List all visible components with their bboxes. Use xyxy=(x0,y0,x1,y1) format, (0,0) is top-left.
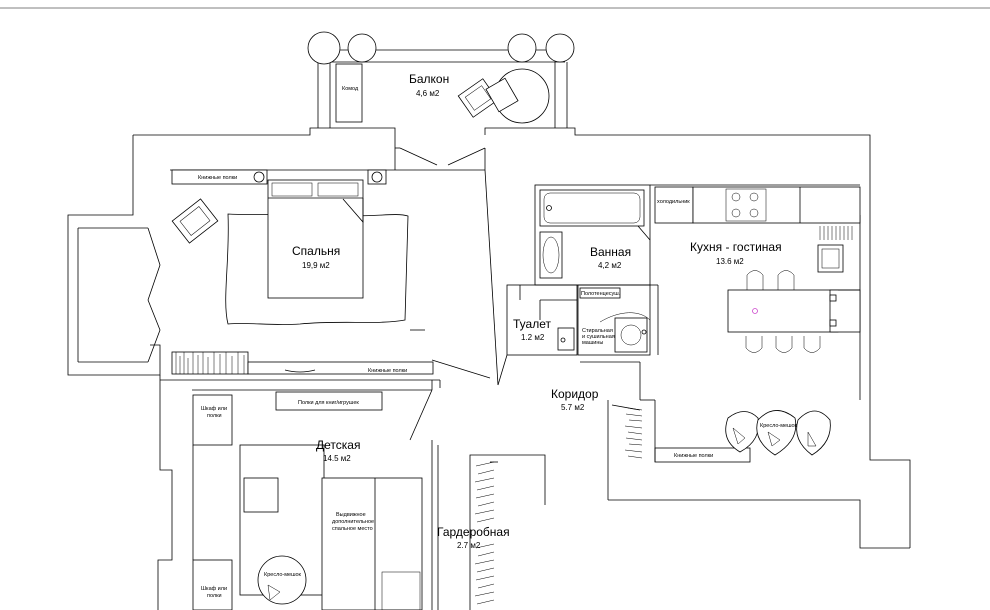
books-lines xyxy=(175,352,245,374)
toilet-area: 1.2 м2 xyxy=(521,333,545,342)
column-2 xyxy=(347,33,377,63)
bedroom-name: Спальня xyxy=(292,244,340,258)
walk-in-wardrobe: Гардеробная 2.7 м2 xyxy=(437,461,510,605)
pullout-bed-label-2: дополнительное xyxy=(332,519,374,525)
dresser-label: Комод xyxy=(342,86,359,92)
beanbag-living-2 xyxy=(756,410,797,456)
nightstand-lamp-1 xyxy=(253,171,265,183)
island-table xyxy=(727,289,839,333)
toilet-bowl xyxy=(557,327,575,351)
towel-dryer xyxy=(579,287,621,299)
balcony-chair xyxy=(485,77,519,113)
washer-label-3: машины xyxy=(582,340,603,346)
washer-label-2: и сушильная xyxy=(582,334,615,340)
bedroom: Книжные полки Книжные полки Спальня xyxy=(170,148,499,386)
bookshelf-bottom-label: Книжные полки xyxy=(368,368,407,374)
wardrobe-name: Гардеробная xyxy=(437,525,510,539)
toy-shelves-label: Полки для книг/игрушек xyxy=(298,400,359,406)
washer-label-1: Стиральная xyxy=(582,328,613,334)
pullout-bed-label-1: Выдвижное xyxy=(336,512,366,518)
beanbag-living-3 xyxy=(796,410,831,456)
column-1 xyxy=(307,31,341,65)
pullout-bed xyxy=(321,477,423,610)
radiator xyxy=(819,226,853,240)
washing-machine xyxy=(614,317,648,353)
beanbag-kids xyxy=(257,555,307,605)
kids-chair xyxy=(243,477,279,513)
toilet: Туалет 1.2 м2 xyxy=(506,284,578,356)
bookshelf-top xyxy=(171,169,268,185)
bathroom-area: 4,2 м2 xyxy=(598,261,622,270)
corridor-name: Коридор xyxy=(551,387,599,401)
dresser xyxy=(335,63,363,123)
bathtub xyxy=(539,189,645,227)
wardrobe-bottom-label-1: Шкаф или xyxy=(201,586,227,592)
hanger-rack-corridor xyxy=(624,407,643,459)
nightstand-lamp-2 xyxy=(371,171,383,183)
towel-dryer-label: Полотенцесуш. xyxy=(581,291,621,297)
bar-stools-bottom xyxy=(745,336,821,353)
books-row xyxy=(171,351,249,375)
balcony-name: Балкон xyxy=(409,72,449,86)
wardrobe-bottom xyxy=(192,559,233,610)
beanbag-living-1 xyxy=(725,411,759,453)
bedroom-armchair xyxy=(171,198,219,244)
kids-room: Полки для книг/игрушек Шкаф или полки Шк… xyxy=(160,379,441,610)
balcony-area: 4,6 м2 xyxy=(416,89,440,98)
kids-name: Детская xyxy=(316,438,360,452)
beanbag-kids-label: Кресло-мешок xyxy=(264,572,302,578)
marker-dot xyxy=(752,308,758,314)
cooktop xyxy=(725,188,767,222)
kids-area: 14.5 м2 xyxy=(323,454,351,463)
kitchen-area: 13.6 м2 xyxy=(716,257,744,266)
wardrobe-top xyxy=(192,394,233,446)
pullout-bed-label-3: спальное место xyxy=(332,526,373,532)
laundry: Полотенцесуш. Стиральная и сушильная маш… xyxy=(577,284,659,356)
toilet-name: Туалет xyxy=(513,317,551,331)
sink-bath xyxy=(539,231,563,279)
beanbag-living-label: Кресло-мешок xyxy=(760,423,798,429)
bookshelf-bottom xyxy=(247,361,434,375)
balcony: Комод Балкон 4,6 м2 xyxy=(307,31,575,170)
fridge xyxy=(654,186,694,224)
bedroom-area: 19,9 м2 xyxy=(302,261,330,270)
hanger-rack-wardrobe xyxy=(474,461,495,605)
corridor-area: 5.7 м2 xyxy=(561,403,585,412)
bathroom: Ванная 4,2 м2 xyxy=(534,184,651,286)
bookshelf-kitchen-label: Книжные полки xyxy=(674,453,713,459)
toy-shelves xyxy=(275,391,383,411)
wardrobe-area: 2.7 м2 xyxy=(457,541,481,550)
corridor: Коридор 5.7 м2 xyxy=(497,354,641,412)
wardrobe-bottom-label-2: полки xyxy=(207,593,222,599)
fridge-label: холодильник xyxy=(657,199,690,205)
wardrobe-top-label-2: полки xyxy=(207,413,222,419)
double-bed xyxy=(267,179,364,299)
wardrobe-top-label-1: Шкаф или xyxy=(201,406,227,412)
kitchen-name: Кухня - гостиная xyxy=(690,240,782,254)
bookshelf-top-label: Книжные полки xyxy=(198,175,237,181)
bar-stools-top xyxy=(746,270,795,290)
kitchen-counter xyxy=(692,186,861,224)
bathroom-name: Ванная xyxy=(590,245,631,259)
column-4 xyxy=(545,33,575,63)
kitchen-living: холодильник Кухня - гостиная xyxy=(611,184,861,463)
column-3 xyxy=(507,33,537,63)
